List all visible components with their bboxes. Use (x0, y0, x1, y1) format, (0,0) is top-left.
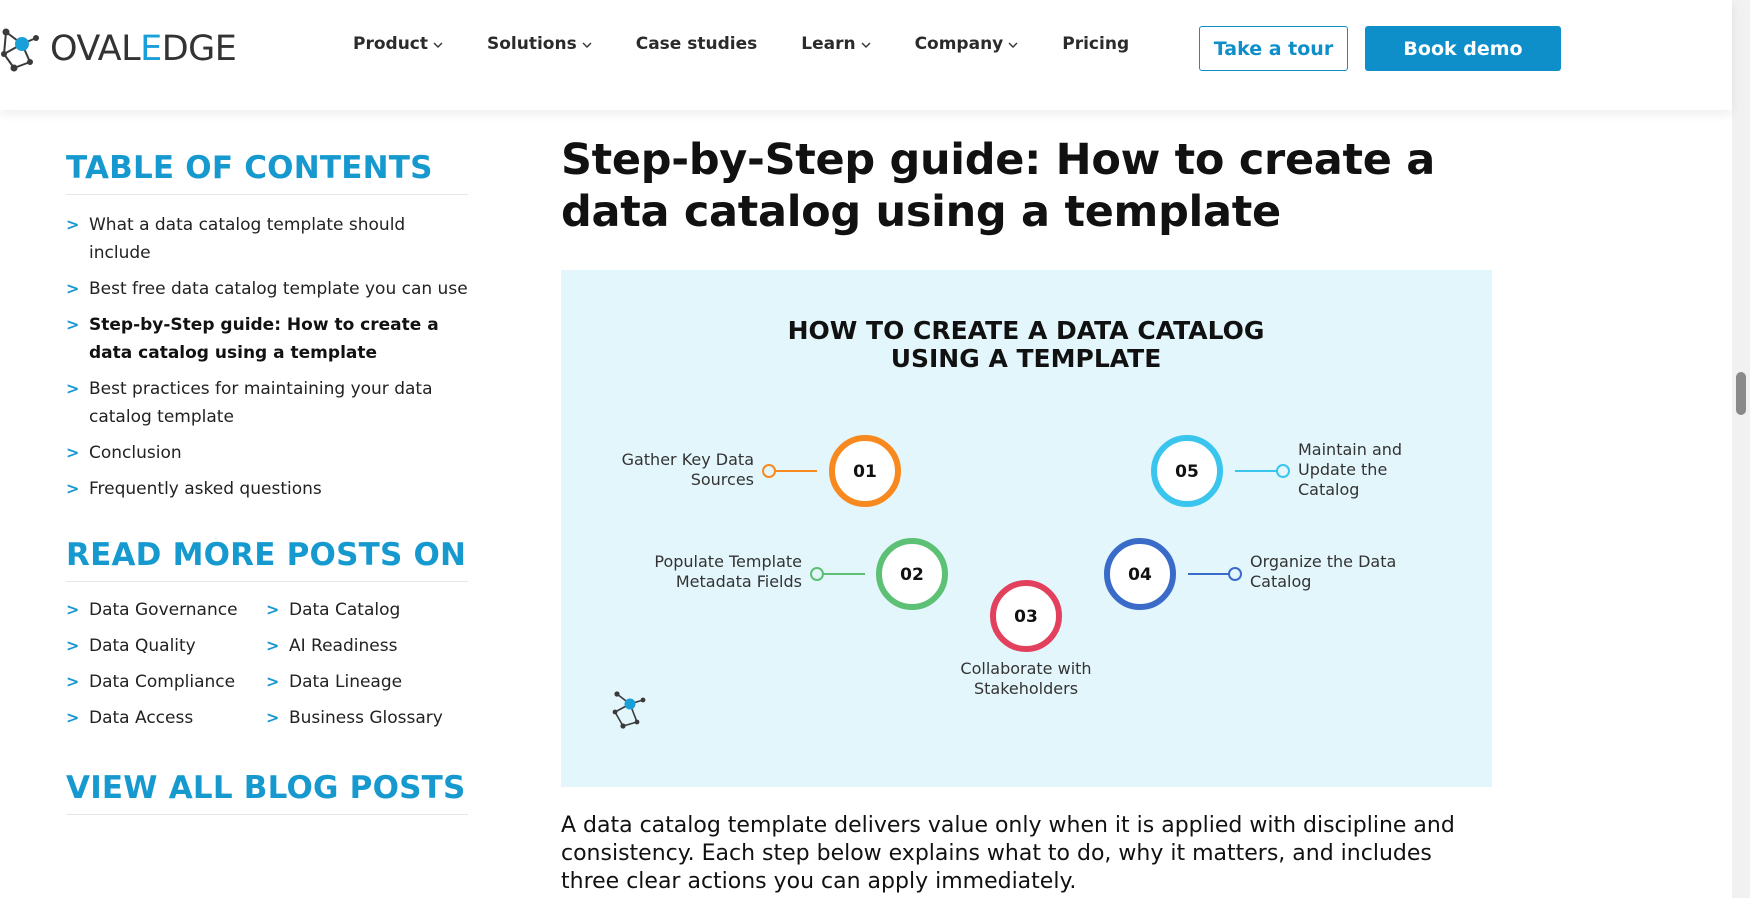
step-label-line: Populate Template (654, 552, 802, 571)
topic-link[interactable]: >AI Readiness (266, 632, 466, 660)
step-label-line: Catalog (1298, 480, 1359, 499)
step-ring (990, 580, 1062, 652)
logo-wordmark: OVALEDGE (50, 29, 237, 69)
logo-network-icon (1, 28, 39, 72)
chevron-right-icon: > (66, 600, 80, 619)
nav-solutions[interactable]: Solutions (487, 34, 592, 54)
step-01: 01 Gather Key Data Sources (622, 435, 901, 507)
step-node (1228, 567, 1242, 581)
step-03: 03 Collaborate with Stakeholders (960, 580, 1092, 698)
topic-link[interactable]: >Business Glossary (266, 704, 466, 732)
read-more-heading: READ MORE POSTS ON (66, 537, 468, 582)
step-label-line: Organize the Data (1250, 552, 1396, 571)
toc-item[interactable]: >Conclusion (66, 439, 468, 467)
step-node (1276, 464, 1290, 478)
chevron-right-icon: > (266, 600, 280, 619)
step-label-line: Collaborate with (960, 659, 1091, 678)
nav-company[interactable]: Company (915, 34, 1019, 54)
chevron-down-icon (861, 42, 871, 48)
chevron-down-icon (1008, 42, 1018, 48)
topic-link[interactable]: >Data Compliance (66, 668, 266, 696)
chevron-right-icon: > (66, 315, 80, 334)
chevron-down-icon (433, 42, 443, 48)
step-ring (876, 538, 948, 610)
infographic-graphic: HOW TO CREATE A DATA CATALOG USING A TEM… (612, 316, 1402, 729)
chevron-right-icon: > (66, 443, 80, 462)
toc-item[interactable]: >Best free data catalog template you can… (66, 275, 468, 303)
toc-list: >What a data catalog template should inc… (66, 211, 468, 503)
chevron-right-icon: > (66, 708, 80, 727)
book-demo-button[interactable]: Book demo (1365, 26, 1561, 71)
topic-link[interactable]: >Data Access (66, 704, 266, 732)
step-label-line: Gather Key Data (622, 450, 754, 469)
step-label-line: Metadata Fields (676, 572, 802, 591)
step-label-line: Maintain and (1298, 440, 1402, 459)
topic-link[interactable]: >Data Governance (66, 596, 266, 624)
topic-link[interactable]: >Data Lineage (266, 668, 466, 696)
infographic: HOW TO CREATE A DATA CATALOG USING A TEM… (561, 270, 1492, 787)
step-label-line: Update the (1298, 460, 1387, 479)
scrollbar-thumb[interactable] (1736, 372, 1746, 415)
step-number: 05 (1175, 462, 1199, 482)
step-02: 02 Populate Template Metadata Fields (654, 538, 948, 610)
article: Step-by-Step guide: How to create a data… (561, 134, 1496, 894)
step-ring (1151, 435, 1223, 507)
chevron-right-icon: > (266, 672, 280, 691)
step-ring (829, 435, 901, 507)
nav-product[interactable]: Product (353, 34, 443, 54)
step-label-line: Stakeholders (974, 679, 1078, 698)
chevron-right-icon: > (266, 636, 280, 655)
chevron-right-icon: > (66, 379, 80, 398)
chevron-right-icon: > (66, 279, 80, 298)
nav-case-studies[interactable]: Case studies (635, 34, 758, 54)
chevron-right-icon: > (266, 708, 280, 727)
chevron-right-icon: > (66, 479, 80, 498)
toc-item[interactable]: >What a data catalog template should inc… (66, 211, 468, 267)
step-number: 01 (853, 462, 877, 482)
topic-link[interactable]: >Data Catalog (266, 596, 466, 624)
nav-pricing[interactable]: Pricing (1062, 34, 1130, 54)
ovaledge-logo[interactable]: OVALEDGE (0, 22, 237, 76)
toc-heading: TABLE OF CONTENTS (66, 150, 468, 195)
step-04: 04 Organize the Data Catalog (1104, 538, 1396, 610)
chevron-right-icon: > (66, 215, 80, 234)
nav-learn[interactable]: Learn (801, 34, 871, 54)
infographic-title-line2: USING A TEMPLATE (891, 344, 1162, 373)
sidebar: TABLE OF CONTENTS >What a data catalog t… (66, 150, 468, 815)
step-05: 05 Maintain and Update the Catalog (1151, 435, 1402, 507)
step-ring (1104, 538, 1176, 610)
chevron-right-icon: > (66, 672, 80, 691)
step-node (810, 567, 824, 581)
step-number: 04 (1128, 565, 1152, 585)
step-number: 03 (1014, 607, 1038, 627)
step-number: 02 (900, 565, 924, 585)
topic-links: >Data Governance >Data Catalog >Data Qua… (66, 596, 468, 732)
chevron-down-icon (582, 42, 592, 48)
step-label-line: Catalog (1250, 572, 1311, 591)
chevron-right-icon: > (66, 636, 80, 655)
main-nav: Product Solutions Case studies Learn Com… (353, 34, 1173, 54)
view-all-posts-link[interactable]: VIEW ALL BLOG POSTS (66, 770, 468, 815)
take-a-tour-button[interactable]: Take a tour (1199, 26, 1348, 71)
site-header: OVALEDGE Product Solutions Case studies … (0, 0, 1732, 110)
step-node (762, 464, 776, 478)
toc-item[interactable]: >Frequently asked questions (66, 475, 468, 503)
article-paragraph: A data catalog template delivers value o… (561, 813, 1455, 894)
topic-link[interactable]: >Data Quality (66, 632, 266, 660)
toc-item[interactable]: >Best practices for maintaining your dat… (66, 375, 468, 431)
page-scrollbar[interactable] (1732, 0, 1750, 898)
ovaledge-watermark-icon (612, 691, 646, 729)
toc-item-active[interactable]: >Step-by-Step guide: How to create a dat… (66, 311, 468, 367)
step-label-line: Sources (691, 470, 754, 489)
article-heading: Step-by-Step guide: How to create a data… (561, 135, 1436, 237)
infographic-title-line1: HOW TO CREATE A DATA CATALOG (788, 316, 1265, 345)
